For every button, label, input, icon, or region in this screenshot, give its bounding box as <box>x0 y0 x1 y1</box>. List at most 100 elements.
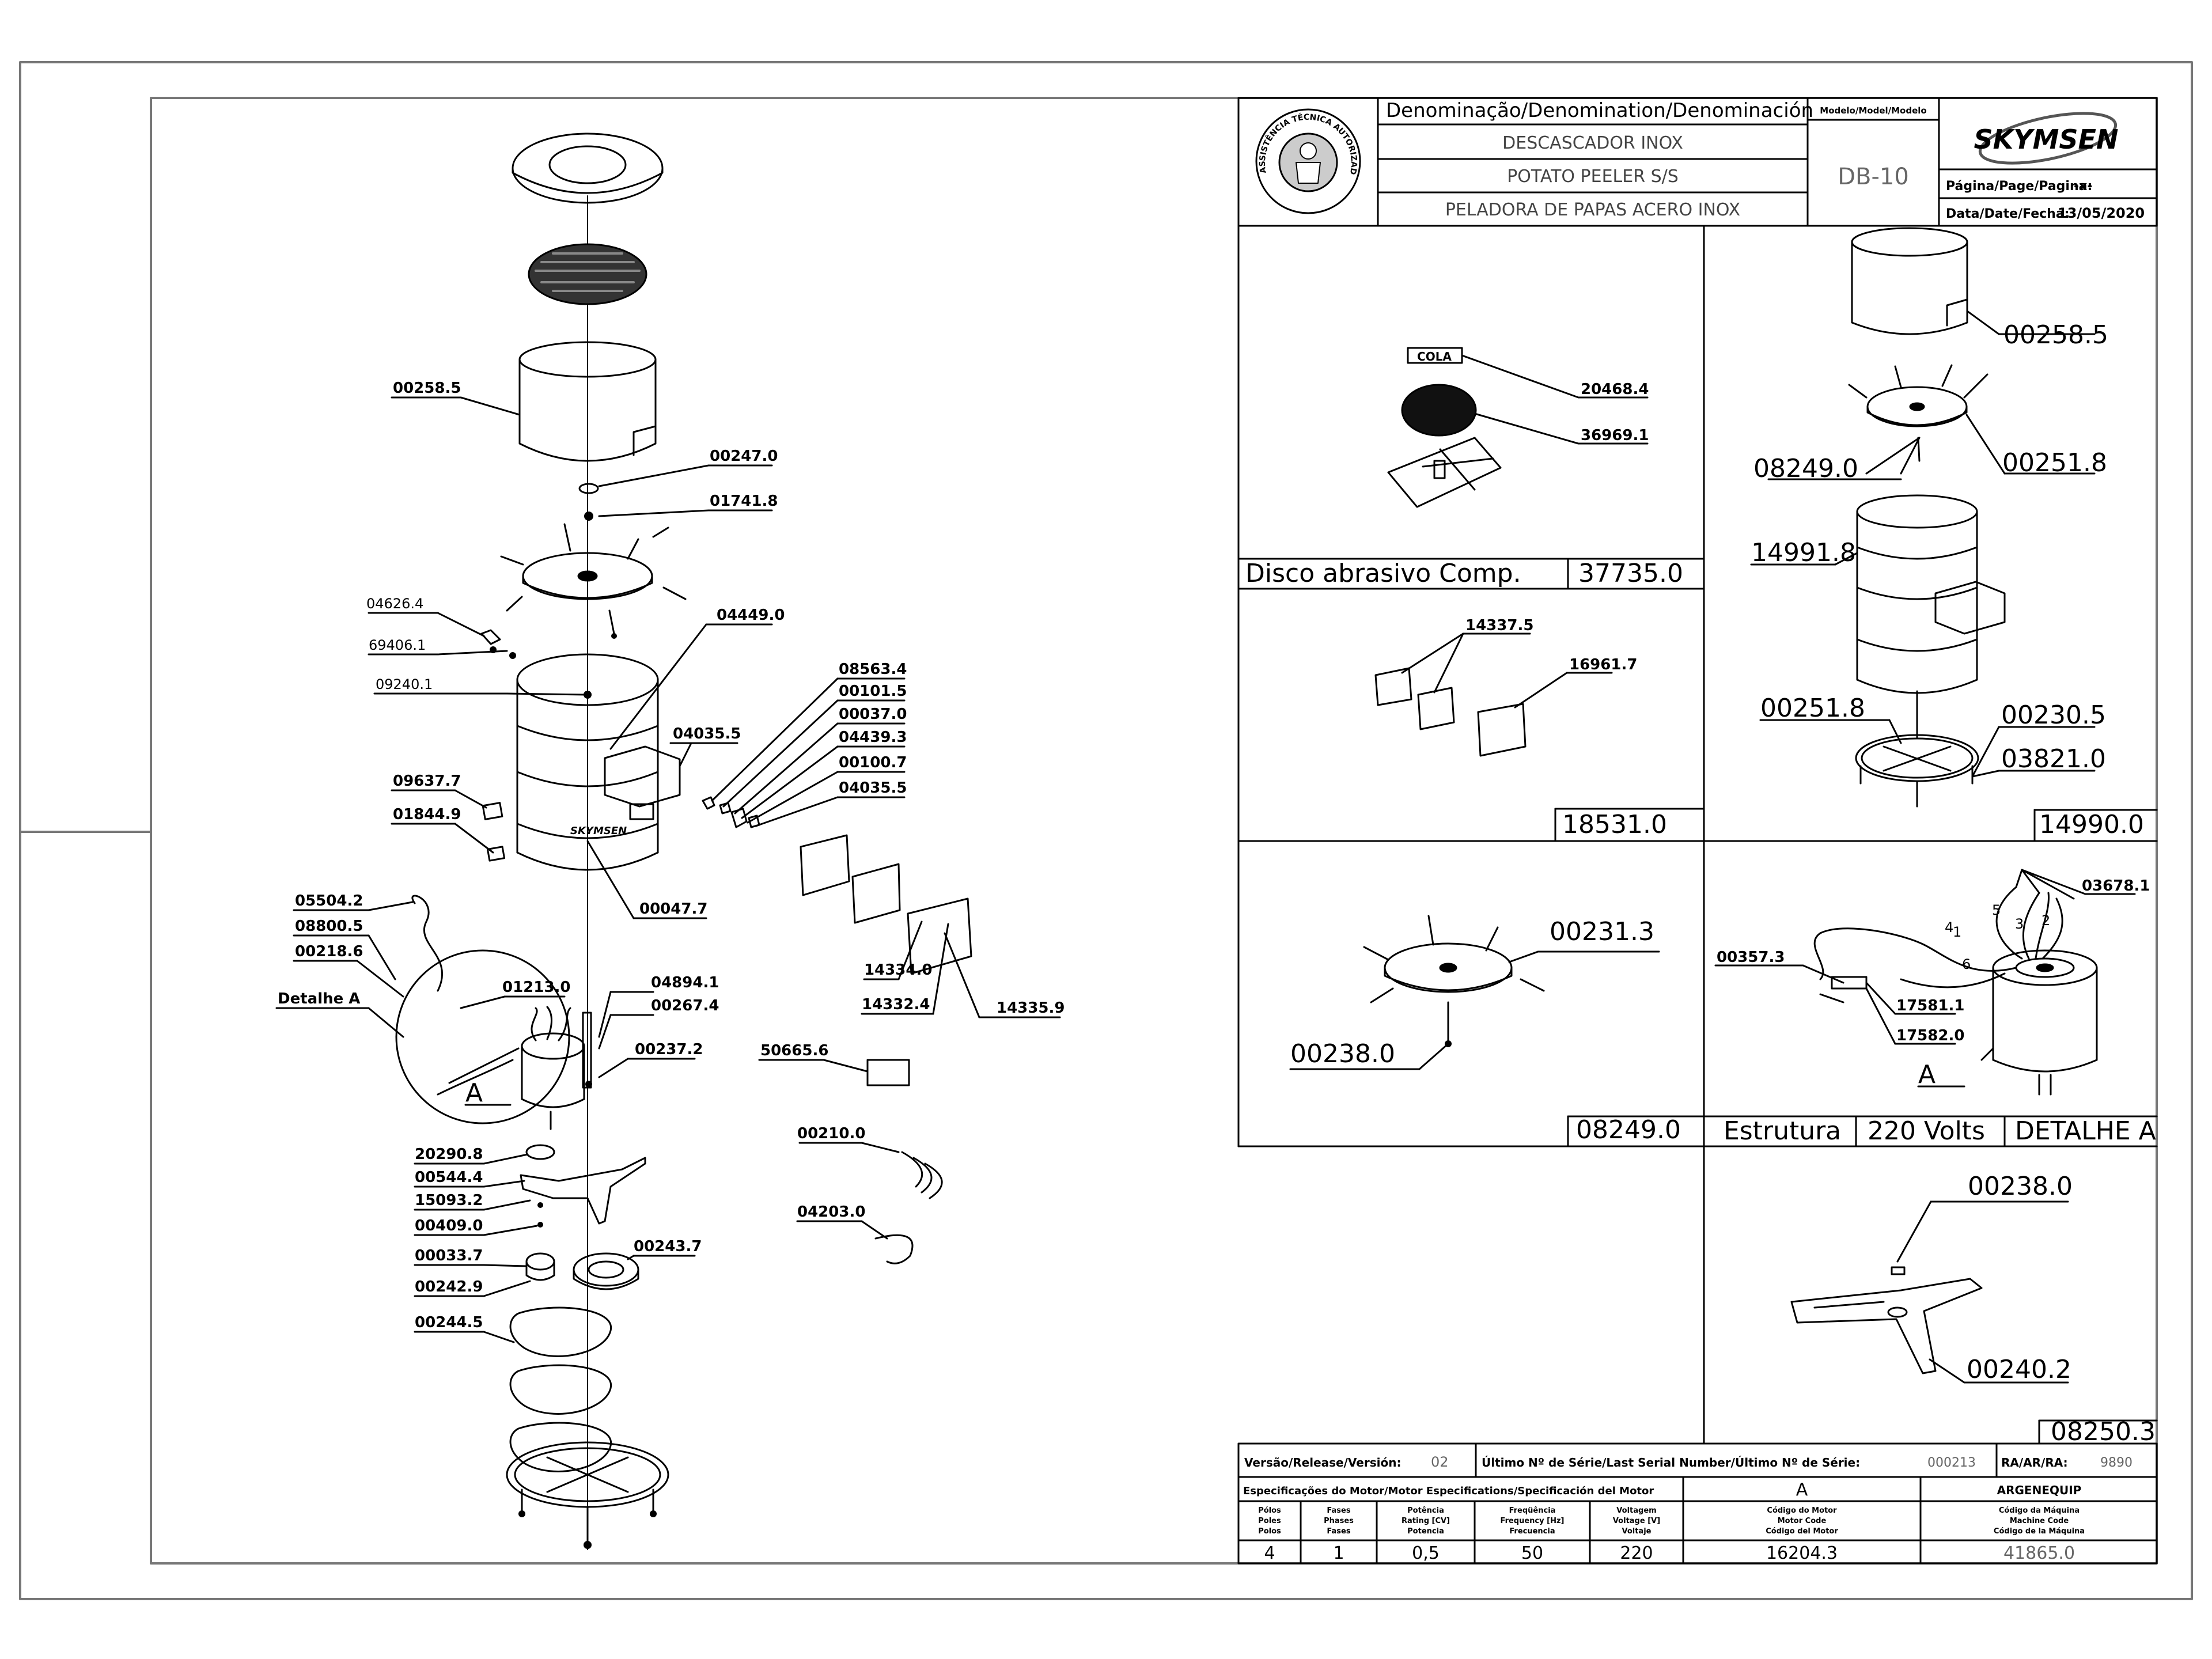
col-freq-1: Freqüência <box>1509 1506 1556 1515</box>
serial-value: 000213 <box>1927 1456 1976 1470</box>
skymsen-logo: SKYMSEN <box>1974 112 2119 165</box>
cola-label: COLA <box>1417 350 1452 363</box>
label-01213-0: 01213.0 <box>502 979 570 996</box>
page-value: -x- <box>2074 179 2092 194</box>
serial-label: Último Nº de Série/Last Serial Number/Úl… <box>1482 1456 1860 1469</box>
seal-text: ASSISTÊNCIA TÉCNICA AUTORIZADA <box>0 0 1358 176</box>
name-en: POTATO PEELER S/S <box>1507 166 1679 187</box>
detail-marker-a: A <box>465 1078 483 1108</box>
label-00237-2: 00237.2 <box>635 1041 703 1058</box>
label-00258-5-b: 00258.5 <box>2003 320 2108 350</box>
ra-label: RA/AR/RA: <box>2001 1456 2068 1469</box>
panel-motor-detail: 03678.1 00357.3 17581.1 17582.0 A 1 2 3 … <box>1714 869 2156 1146</box>
label-00230-5: 00230.5 <box>2001 700 2106 730</box>
col-poles-2: Poles <box>1258 1517 1281 1525</box>
label-00247-0: 00247.0 <box>710 448 778 465</box>
col-phases-1: Fases <box>1327 1506 1350 1515</box>
motor-a-value: A <box>1796 1480 1808 1500</box>
wire-number-6: 6 <box>1962 956 1971 972</box>
col-poles-1: Pólos <box>1258 1506 1281 1515</box>
argenequip: ARGENEQUIP <box>1997 1483 2082 1497</box>
col-volt-3: Voltaje <box>1622 1527 1652 1536</box>
value-voltage: 220 <box>1620 1543 1653 1563</box>
model-header: Modelo/Model/Modelo <box>1820 105 1926 116</box>
panel-structure: 00258.5 08249.0 00251.8 14991.8 00251.8 … <box>1750 227 2144 839</box>
label-00251-8-b: 00251.8 <box>1760 694 1865 723</box>
brand-name: SKYMSEN <box>1974 124 2119 155</box>
caption-220-volts: 220 Volts <box>1868 1116 1985 1146</box>
wire-number-3: 3 <box>2015 916 2024 932</box>
name-es: PELADORA DE PAPAS ACERO INOX <box>1445 200 1740 220</box>
label-04894-1: 04894.1 <box>651 974 719 991</box>
label-20290-8: 20290.8 <box>415 1146 483 1163</box>
label-03678-1: 03678.1 <box>2082 877 2150 895</box>
denomination-header: Denominação/Denomination/Denominación <box>1386 99 1813 122</box>
label-00101-5: 00101.5 <box>839 683 907 700</box>
hardware-dots <box>490 512 657 1549</box>
label-15093-2: 15093.2 <box>415 1192 483 1209</box>
col-freq-3: Frecuencia <box>1509 1527 1555 1536</box>
release-label: Versão/Release/Versión: <box>1244 1456 1401 1469</box>
blade-code: 08250.3 <box>2051 1417 2156 1446</box>
panel-grid <box>1237 225 2158 1445</box>
label-00244-5: 00244.5 <box>415 1314 483 1331</box>
label-14337-5: 14337.5 <box>1465 617 1533 634</box>
release-value: 02 <box>1431 1454 1449 1470</box>
disc-caption: Disco abrasivo Comp. <box>1245 559 1521 588</box>
label-00258-5: 00258.5 <box>393 380 461 397</box>
label-04626-4: 04626.4 <box>366 596 423 612</box>
col-phases-3: Fases <box>1327 1527 1350 1536</box>
label-69406-1: 69406.1 <box>369 637 426 653</box>
label-04035-5-b: 04035.5 <box>839 779 907 797</box>
drum-brand-text: SKYMSEN <box>570 825 627 837</box>
panel-plate: 00231.3 00238.0 08249.0 <box>1289 915 1681 1145</box>
col-machine-code-3: Código de la Máquina <box>1994 1527 2085 1536</box>
label-36969-1: 36969.1 <box>1581 427 1649 444</box>
label-04439-3: 04439.3 <box>839 729 907 746</box>
label-00100-7: 00100.7 <box>839 754 907 771</box>
label-01844-9: 01844.9 <box>393 806 461 823</box>
label-00240-2: 00240.2 <box>1967 1355 2071 1384</box>
label-17581-1: 17581.1 <box>1896 997 1964 1014</box>
label-04203-0: 04203.0 <box>797 1203 865 1221</box>
label-16961-7: 16961.7 <box>1569 656 1637 673</box>
label-04449-0: 04449.0 <box>717 607 785 624</box>
mesh-screen <box>528 243 647 305</box>
sheet-frame <box>19 61 2193 1600</box>
col-power-1: Potência <box>1407 1506 1444 1515</box>
structure-code: 14990.0 <box>2039 810 2144 839</box>
value-machine-code: 41865.0 <box>2003 1543 2075 1563</box>
label-20468-4: 20468.4 <box>1581 381 1649 398</box>
authorized-service-seal: ASSISTÊNCIA TÉCNICA AUTORIZADA <box>0 0 1361 214</box>
label-00357-3: 00357.3 <box>1717 949 1785 966</box>
value-power: 0,5 <box>1412 1543 1440 1563</box>
col-poles-3: Polos <box>1258 1527 1281 1536</box>
spec-values-row: 4 1 0,5 50 220 16204.3 41865.0 <box>1264 1543 2075 1563</box>
label-14335-9: 14335.9 <box>997 999 1065 1017</box>
label-05504-2: 05504.2 <box>295 892 363 910</box>
plate-code: 08249.0 <box>1576 1115 1681 1145</box>
label-14332-4: 14332.4 <box>862 996 930 1013</box>
col-volt-2: Voltage [V] <box>1613 1517 1660 1525</box>
label-14334-0: 14334.0 <box>864 961 932 979</box>
col-freq-2: Frequency [Hz] <box>1501 1517 1565 1525</box>
motor-spec-label: Especificações do Motor/Motor Especifica… <box>1243 1485 1654 1497</box>
wire-number-2: 2 <box>2041 912 2050 929</box>
label-09637-7: 09637.7 <box>393 772 461 790</box>
label-14991-8: 14991.8 <box>1751 538 1856 567</box>
col-motor-code-3: Código del Motor <box>1766 1527 1838 1536</box>
value-phases: 1 <box>1333 1543 1344 1563</box>
label-00218-6: 00218.6 <box>295 943 363 960</box>
label-00231-3: 00231.3 <box>1550 917 1654 946</box>
spec-table: Versão/Release/Versión: 02 Último Nº de … <box>1237 1442 2158 1565</box>
svg-text:ASSISTÊNCIA TÉCNICA AUTORIZADA: ASSISTÊNCIA TÉCNICA AUTORIZADA <box>0 0 1358 176</box>
label-00544-4: 00544.4 <box>415 1169 483 1186</box>
label-00037-0: 00037.0 <box>839 706 907 723</box>
caption-detalhe-a: DETALHE A <box>2015 1116 2156 1146</box>
panel-blade: 00238.0 00240.2 08250.3 <box>1790 1172 2156 1446</box>
label-00238-0-a: 00238.0 <box>1290 1039 1395 1069</box>
label-00242-9: 00242.9 <box>415 1278 483 1296</box>
label-08800-5: 08800.5 <box>295 918 363 935</box>
col-motor-code-1: Código do Motor <box>1767 1506 1837 1515</box>
